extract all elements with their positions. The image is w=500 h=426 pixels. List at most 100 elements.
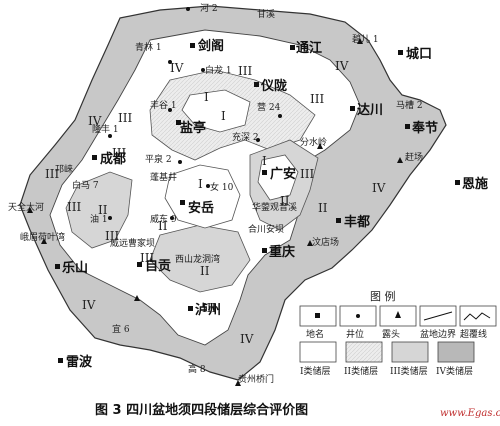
svg-text:I: I xyxy=(198,177,203,191)
city-enshi: 恩施 xyxy=(455,176,488,192)
city-guang-an: 广安 xyxy=(262,166,296,182)
svg-text:甘溪: 甘溪 xyxy=(257,8,275,20)
svg-text:III: III xyxy=(238,64,252,78)
svg-text:I类储层: I类储层 xyxy=(300,365,331,377)
city-anyue: 安岳 xyxy=(180,200,214,216)
svg-text:IV类储层: IV类储层 xyxy=(436,365,473,377)
svg-text:IV: IV xyxy=(240,332,254,346)
svg-text:III: III xyxy=(202,301,216,315)
city-zigong: 自贡 xyxy=(137,258,171,274)
city-chengdu: 成都 xyxy=(92,151,126,167)
svg-text:分水岭: 分水岭 xyxy=(300,136,327,148)
city-yanting: 盐亭 xyxy=(176,120,206,136)
svg-text:II: II xyxy=(318,201,328,215)
city-jiange: 剑阁 xyxy=(190,38,224,54)
svg-text:IV: IV xyxy=(82,298,96,312)
svg-text:重庆: 重庆 xyxy=(269,244,295,260)
svg-text:泸州: 泸州 xyxy=(195,302,221,318)
city-fengjie: 奉节 xyxy=(405,120,438,136)
svg-text:III: III xyxy=(310,92,324,106)
svg-text:女 10: 女 10 xyxy=(210,181,234,193)
svg-text:马槽 2: 马槽 2 xyxy=(396,99,423,111)
figure-caption: 图 3 四川盆地须四段储层综合评价图 xyxy=(95,402,308,418)
svg-text:乐山: 乐山 xyxy=(62,260,88,276)
svg-text:成都: 成都 xyxy=(100,151,126,167)
svg-text:合川安坝: 合川安坝 xyxy=(248,223,284,235)
watermark: www.Egas.cn xyxy=(440,408,500,419)
svg-text:II: II xyxy=(280,194,290,208)
city-tongjiang: 通江 xyxy=(290,40,322,56)
svg-text:油 1: 油 1 xyxy=(90,213,108,225)
svg-text:III: III xyxy=(118,111,132,125)
svg-text:III: III xyxy=(300,167,314,181)
svg-text:通江: 通江 xyxy=(296,40,322,56)
zone-class-ii-west xyxy=(65,171,133,249)
svg-text:仪陇: 仪陇 xyxy=(260,78,287,94)
zone-class-i-central xyxy=(164,164,241,229)
svg-text:II: II xyxy=(98,203,108,217)
svg-text:隆丰 1: 隆丰 1 xyxy=(92,123,119,135)
svg-text:贵州桥门: 贵州桥门 xyxy=(238,373,274,385)
svg-text:露头: 露头 xyxy=(382,329,400,340)
svg-text:高 8: 高 8 xyxy=(188,363,206,375)
svg-text:IV: IV xyxy=(335,59,349,73)
zone-class-i-north xyxy=(181,89,251,133)
svg-text:丰都: 丰都 xyxy=(344,214,370,230)
svg-text:达川: 达川 xyxy=(357,102,383,118)
svg-text:井位: 井位 xyxy=(346,328,364,340)
svg-text:盐亭: 盐亭 xyxy=(180,120,206,136)
svg-text:峨眉荷叶湾: 峨眉荷叶湾 xyxy=(20,231,65,243)
svg-text:汶店场: 汶店场 xyxy=(312,236,339,248)
svg-text:地名: 地名 xyxy=(306,328,324,340)
svg-text:III: III xyxy=(45,167,59,181)
svg-text:平泉 2: 平泉 2 xyxy=(145,153,172,165)
svg-text:恩施: 恩施 xyxy=(462,176,488,192)
svg-text:盆地边界: 盆地边界 xyxy=(420,328,456,340)
svg-text:自贡: 自贡 xyxy=(145,258,171,274)
city-fengdu: 丰都 xyxy=(336,214,370,230)
cities: 剑阁 通江 城口 仪陇 达川 奉节 成都 盐亭 广安 恩施 安岳 丰都 重庆 乐… xyxy=(55,38,488,370)
svg-text:IV: IV xyxy=(372,181,386,195)
svg-text:I: I xyxy=(262,154,267,168)
city-chengkou: 城口 xyxy=(398,46,432,62)
svg-text:青林 1: 青林 1 xyxy=(135,41,162,53)
svg-text:宜 6: 宜 6 xyxy=(112,323,130,335)
svg-text:威远曹家坝: 威远曹家坝 xyxy=(110,237,155,249)
svg-text:邛崃: 邛崃 xyxy=(55,163,73,175)
svg-text:丰谷 1: 丰谷 1 xyxy=(150,99,177,111)
svg-text:西山龙洞湾: 西山龙洞湾 xyxy=(175,253,220,265)
svg-text:剑阁: 剑阁 xyxy=(197,38,224,54)
svg-text:I: I xyxy=(204,90,209,104)
wells: 河 2 甘溪 青林 1 碧儿 1 白龙 1 营 24 丰谷 1 马槽 2 隆丰 … xyxy=(8,2,423,386)
svg-text:安岳: 安岳 xyxy=(188,200,214,216)
svg-text:II: II xyxy=(200,264,210,278)
city-yilong: 仪陇 xyxy=(254,78,287,94)
svg-text:天全大河: 天全大河 xyxy=(8,201,44,213)
svg-text:城口: 城口 xyxy=(406,46,432,62)
svg-text:III: III xyxy=(105,229,119,243)
svg-text:II: II xyxy=(158,219,168,233)
zone-class-ii-south xyxy=(149,224,251,293)
legend: 图 例 地名 井位 露头 盆地边界 超覆线 I类储层 II类储层 III类储层 … xyxy=(299,289,497,377)
svg-text:奉节: 奉节 xyxy=(411,120,438,136)
city-chongqing: 重庆 xyxy=(262,244,295,260)
svg-text:白马 7: 白马 7 xyxy=(72,179,99,191)
city-luzhou: 泸州 xyxy=(188,302,221,318)
svg-text:III: III xyxy=(140,251,154,265)
svg-text:赶场: 赶场 xyxy=(405,151,423,163)
svg-text:白龙 1: 白龙 1 xyxy=(205,64,232,76)
svg-text:超覆线: 超覆线 xyxy=(460,328,487,340)
svg-text:图 例: 图 例 xyxy=(370,289,396,303)
svg-text:III类储层: III类储层 xyxy=(390,365,428,377)
city-leibo: 雷波 xyxy=(58,354,93,370)
svg-text:III: III xyxy=(112,146,126,160)
svg-text:III: III xyxy=(67,200,81,214)
svg-text:碧儿 1: 碧儿 1 xyxy=(352,33,379,45)
class-labels: IV IV IV IV III III III III III III III … xyxy=(45,59,386,346)
zone-class-i-east xyxy=(257,154,299,201)
svg-text:营 24: 营 24 xyxy=(257,101,281,113)
svg-text:广安: 广安 xyxy=(270,166,296,182)
svg-text:华蓥观音溪: 华蓥观音溪 xyxy=(252,201,297,213)
city-dachuan: 达川 xyxy=(350,102,383,118)
